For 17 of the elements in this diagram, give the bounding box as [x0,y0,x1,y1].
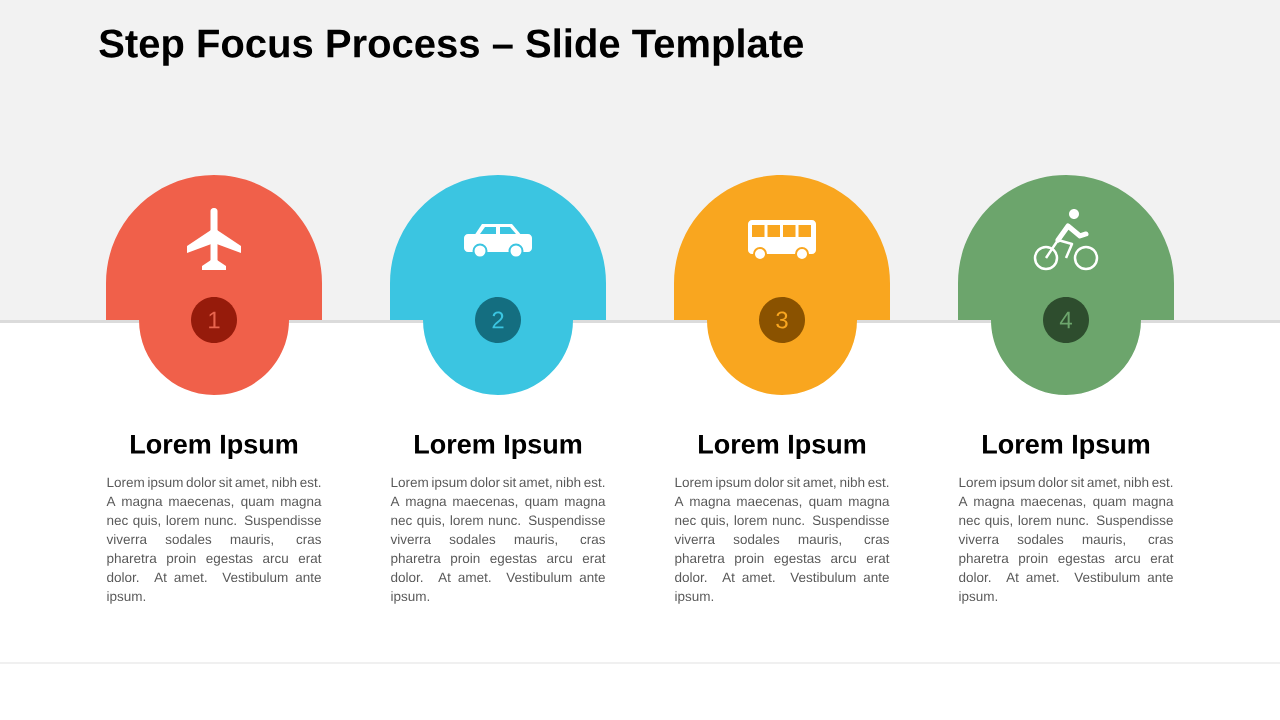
step-shape [674,175,890,395]
step-heading: Lorem Ipsum [699,434,866,460]
step-heading: Lorem Ipsum [983,434,1150,460]
step-description: Lorem ipsum dolor sit amet, nibh est. A magna maecenas, quam magna nec quis, lorem nunc. Suspendisse viverra sodales mauris, cras pharetra proin egestas arcu erat dolor. At amet. Vestibulum ante ipsum. [106,477,322,604]
slide-title: Step Focus Process – Slide Template [99,28,803,66]
step-heading: Lorem Ipsum [415,434,582,460]
step-description: Lorem ipsum dolor sit amet, nibh est. A magna maecenas, quam magna nec quis, lorem nunc. Suspendisse viverra sodales mauris, cras pharetra proin egestas arcu erat dolor. At amet. Vestibulum ante ipsum. [958,477,1174,604]
number-badge: 1 [191,297,237,343]
step-description: Lorem ipsum dolor sit amet, nibh est. A magna maecenas, quam magna nec quis, lorem nunc. Suspendisse viverra sodales mauris, cras pharetra proin egestas arcu erat dolor. At amet. Vestibulum ante ipsum. [674,477,890,604]
step-heading: Lorem Ipsum [131,434,298,460]
number-badge: 4 [1043,297,1089,343]
step-shape [106,175,322,395]
step-shape [958,175,1174,395]
number-badge: 3 [759,297,805,343]
number-badge: 2 [475,297,521,343]
step-shape [390,175,606,395]
step-description: Lorem ipsum dolor sit amet, nibh est. A magna maecenas, quam magna nec quis, lorem nunc. Suspendisse viverra sodales mauris, cras pharetra proin egestas arcu erat dolor. At amet. Vestibulum ante ipsum. [390,477,606,604]
